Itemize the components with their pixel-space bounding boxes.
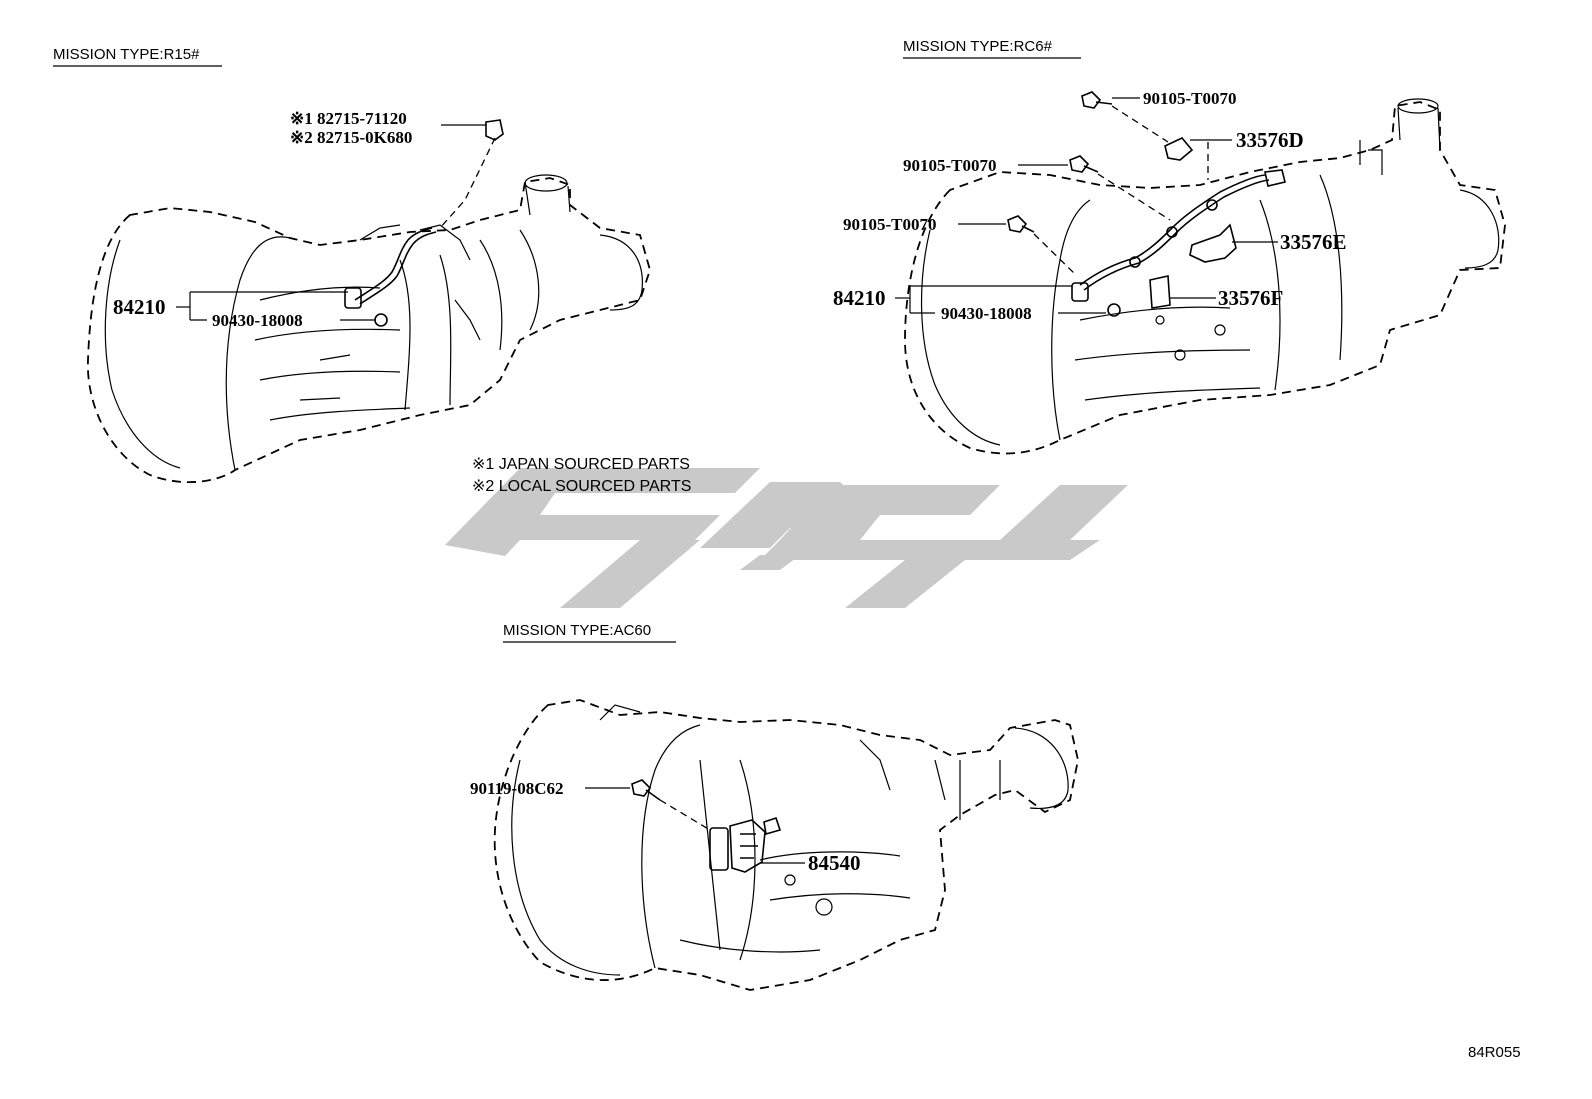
bolt-icon (631, 779, 661, 801)
sensor-clamp-icon (485, 119, 504, 141)
section-ac60-title: MISSION TYPE:AC60 (503, 622, 651, 639)
bolt-icon (1069, 155, 1099, 173)
section-ac60: MISSION TYPE:AC60 90119-08C62 84540 (470, 622, 1079, 991)
part-label-90430-18008: 90430-18008 (941, 304, 1032, 323)
sourcing-notes: ※1 JAPAN SOURCED PARTS ※2 LOCAL SOURCED … (472, 456, 691, 495)
part-label-84210: 84210 (833, 286, 886, 310)
part-label-90430-18008: 90430-18008 (212, 311, 303, 330)
bolt-icon (1007, 215, 1035, 233)
part-label-84210: 84210 (113, 295, 166, 319)
drawing-code: 84R055 (1468, 1044, 1521, 1061)
clamp-33576f-icon (1149, 275, 1171, 309)
rc6-clamps (1007, 91, 1237, 309)
r15-transmission-drawing (87, 174, 651, 483)
section-r15: MISSION TYPE:R15# (53, 46, 651, 483)
part-label-33576d: 33576D (1236, 128, 1304, 152)
bolt-icon (1081, 91, 1113, 109)
part-label-33576f: 33576F (1218, 286, 1283, 310)
section-rc6: MISSION TYPE:RC6# (833, 38, 1506, 455)
part-label-90105-t0070-top: 90105-T0070 (1143, 89, 1237, 108)
note-japan-sourced: ※1 JAPAN SOURCED PARTS (472, 456, 690, 473)
ac60-transmission-drawing (493, 699, 1079, 991)
part-label-82715-0k680: ※2 82715-0K680 (290, 128, 412, 147)
watermark-logo (445, 468, 1128, 608)
part-label-90119-08c62: 90119-08C62 (470, 779, 564, 798)
section-r15-title: MISSION TYPE:R15# (53, 46, 200, 63)
part-label-33576e: 33576E (1280, 230, 1347, 254)
switch-84540-icon (729, 819, 766, 873)
r15-speed-sensor (344, 119, 504, 327)
rc6-speed-sensor (1071, 169, 1286, 317)
part-label-90105-t0070-mid: 90105-T0070 (903, 156, 997, 175)
section-rc6-title: MISSION TYPE:RC6# (903, 38, 1053, 55)
part-label-84540: 84540 (808, 851, 861, 875)
gasket-ring (374, 313, 388, 327)
clamp-33576e-icon (1189, 223, 1237, 263)
gasket-ring (1107, 303, 1121, 317)
rc6-transmission-drawing (904, 98, 1506, 455)
part-label-90105-t0070-low: 90105-T0070 (843, 215, 937, 234)
part-label-82715-71120: ※1 82715-71120 (290, 109, 407, 128)
note-local-sourced: ※2 LOCAL SOURCED PARTS (472, 478, 691, 495)
ac60-switch (631, 779, 782, 873)
clamp-33576d-icon (1164, 137, 1194, 161)
